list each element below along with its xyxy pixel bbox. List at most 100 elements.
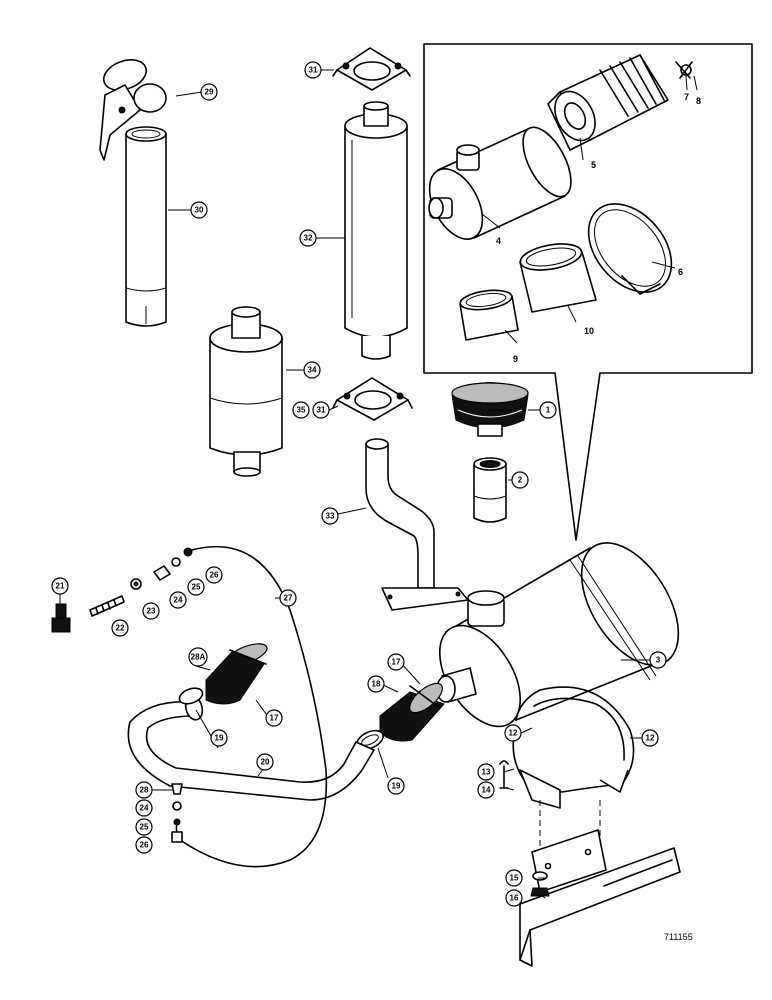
callout-15: 15 [505,869,523,887]
callout-25-lower: 25 [135,818,153,836]
part-clamp-upper [332,47,411,91]
callout-33: 33 [321,507,339,525]
svg-text:12: 12 [509,729,518,738]
part-intake-tube [127,695,375,801]
part-support-bracket [519,829,681,967]
svg-text:24: 24 [140,804,149,813]
svg-text:17: 17 [270,714,279,723]
callout-27: 27 [279,589,297,607]
part-washer-nut [530,871,550,897]
callout-18: 18 [367,675,385,693]
part-rain-cap [99,59,167,161]
callout-20: 20 [256,753,274,771]
callout-17-right: 17 [387,653,405,671]
part-exhaust-pipe [125,126,167,327]
figure-code: 711155 [664,932,693,942]
callout-12-right: 12 [641,729,659,747]
part-air-cleaner-body [428,126,572,240]
callout-25-upper: 25 [187,578,205,596]
svg-text:33: 33 [326,512,335,521]
callout-31-lower: 31 [312,401,330,419]
svg-text:18: 18 [372,680,381,689]
callout-1: 1 [539,401,557,419]
part-adapter-tube [473,457,507,523]
part-sleeve [519,243,597,313]
svg-text:14: 14 [482,786,491,795]
part-muffler-short [209,306,283,477]
callout-26-upper: 26 [205,566,223,584]
svg-text:35: 35 [297,406,306,415]
part-hose-right [379,682,445,742]
callout-35: 35 [292,401,310,419]
callout-29: 29 [200,83,218,101]
inset-labels: 4 5 6 7 8 9 10 [496,92,701,364]
part-lower-fittings [171,783,183,843]
callout-34: 34 [303,361,321,379]
part-ring [459,289,519,341]
svg-text:16: 16 [510,894,519,903]
part-fittings [51,547,193,633]
svg-text:28: 28 [140,786,149,795]
svg-text:23: 23 [147,607,156,616]
callout-14: 14 [477,781,495,799]
callout-3: 3 [649,651,667,669]
part-clamp-ring-left [178,687,204,705]
part-wing-nut [675,61,693,79]
svg-text:3: 3 [656,656,661,665]
svg-text:21: 21 [56,582,65,591]
callout-24-lower: 24 [135,799,153,817]
label-9: 9 [513,354,518,364]
callout-labels: 29 30 31 32 34 35 31 33 1 2 3 12 12 13 1… [51,61,667,907]
label-10: 10 [584,326,594,336]
svg-text:25: 25 [192,583,201,592]
part-hose-left [205,643,268,705]
svg-text:28A: 28A [191,653,206,662]
svg-text:31: 31 [317,406,326,415]
svg-text:26: 26 [140,841,149,850]
callout-17-left: 17 [265,709,283,727]
callout-19-right: 19 [387,777,405,795]
svg-text:20: 20 [261,758,270,767]
svg-text:12: 12 [646,734,655,743]
callout-26-lower: 26 [135,836,153,854]
label-7: 7 [684,92,689,102]
callout-21: 21 [51,577,69,595]
svg-text:26: 26 [210,571,219,580]
label-4: 4 [496,236,501,246]
svg-text:24: 24 [174,596,183,605]
svg-text:13: 13 [482,768,491,777]
svg-text:29: 29 [205,88,214,97]
part-bolt-washer [499,760,509,789]
callout-16: 16 [505,889,523,907]
callout-13: 13 [477,763,495,781]
svg-text:27: 27 [284,594,293,603]
part-mounting-bands [512,686,635,880]
svg-text:1: 1 [546,406,551,415]
callout-19-left: 19 [210,729,228,747]
callout-12-left: 12 [504,724,522,742]
label-8: 8 [696,96,701,106]
callout-22: 22 [111,619,129,637]
callout-28: 28 [135,781,153,799]
svg-text:32: 32 [304,234,313,243]
svg-text:22: 22 [116,624,125,633]
part-filter-element [547,54,669,151]
callout-2: 2 [511,471,529,489]
svg-text:30: 30 [195,206,204,215]
svg-text:31: 31 [309,66,318,75]
svg-text:19: 19 [215,734,224,743]
svg-text:2: 2 [518,476,523,485]
svg-text:15: 15 [510,874,519,883]
part-muffler [344,101,408,360]
callout-32: 32 [299,229,317,247]
svg-text:34: 34 [308,366,317,375]
callout-28a: 28A [188,647,208,667]
label-6: 6 [678,267,683,277]
part-clamp-lower [332,377,413,421]
callout-23: 23 [142,602,160,620]
label-5: 5 [591,160,596,170]
callout-24-upper: 24 [169,591,187,609]
part-exhaust-elbow [365,438,469,611]
part-air-cleaner-assembly [436,542,680,728]
